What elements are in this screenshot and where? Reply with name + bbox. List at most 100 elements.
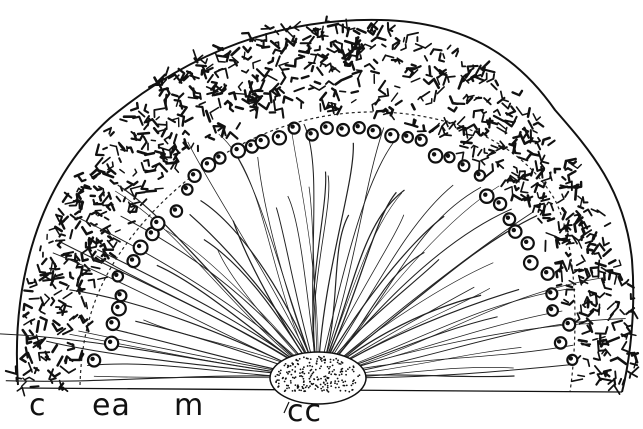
- core-stipple-dot: [300, 369, 302, 371]
- speckle-mark: [365, 64, 375, 69]
- speckle-mark: [61, 366, 76, 373]
- speckle-mark: [76, 222, 80, 229]
- core-stipple-dot: [326, 389, 328, 391]
- core-stipple-dot: [308, 387, 310, 389]
- speckle-mark: [376, 99, 379, 104]
- core-stipple-dot: [285, 378, 287, 380]
- speckle-mark: [562, 177, 565, 180]
- core-stipple-dot: [319, 357, 321, 359]
- core-stipple-dot: [334, 382, 336, 384]
- speckle-mark: [608, 303, 615, 309]
- speckle-mark: [235, 93, 245, 94]
- speckle-mark: [142, 137, 147, 149]
- core-stipple-dot: [317, 386, 319, 388]
- speckle-mark: [274, 100, 282, 110]
- speckle-mark: [396, 101, 402, 105]
- speckle-mark: [269, 58, 274, 63]
- speckle-mark: [565, 192, 568, 197]
- speckle-mark: [108, 170, 116, 174]
- speckle-mark: [58, 357, 63, 366]
- speckle-mark: [583, 359, 589, 367]
- speckle-mark: [242, 70, 249, 73]
- round-cell-nucleus: [432, 152, 436, 156]
- core-stipple-dot: [289, 371, 291, 373]
- speckle-mark: [297, 58, 303, 59]
- round-cell-nucleus: [569, 356, 573, 360]
- round-cell-nucleus: [404, 134, 408, 138]
- round-cell-nucleus: [149, 230, 153, 234]
- core-stipple-dot: [299, 372, 301, 374]
- speckle-mark: [41, 312, 45, 314]
- speckle-mark: [40, 304, 43, 310]
- speckle-mark: [392, 93, 398, 101]
- speckle-mark: [214, 93, 222, 95]
- speckle-mark: [21, 353, 27, 361]
- speckle-mark: [297, 98, 303, 103]
- speckle-mark: [590, 373, 594, 374]
- core-stipple-dot: [292, 377, 294, 379]
- round-cell-nucleus: [90, 357, 94, 361]
- core-stipple-dot: [313, 378, 315, 380]
- speckle-mark: [614, 379, 615, 385]
- round-cell-nucleus: [290, 124, 294, 128]
- speckle-mark: [515, 186, 519, 190]
- speckle-mark: [558, 194, 564, 203]
- speckle-mark: [596, 327, 608, 334]
- core-stipple-dot: [340, 371, 342, 373]
- speckle-mark: [219, 99, 221, 108]
- core-stipple-dot: [335, 358, 337, 360]
- speckle-mark: [111, 132, 114, 135]
- speckle-mark: [485, 129, 488, 134]
- speckle-mark: [78, 267, 83, 274]
- speckle-mark: [86, 214, 90, 226]
- speckle-mark: [450, 97, 458, 104]
- speckle-mark: [481, 158, 488, 165]
- speckle-mark: [538, 219, 542, 223]
- speckle-mark: [462, 62, 466, 67]
- fiber-strand: [318, 185, 453, 378]
- speckle-mark: [489, 150, 493, 151]
- speckle-mark: [583, 303, 587, 308]
- speckle-mark: [41, 317, 47, 329]
- fiber-strand: [318, 186, 499, 378]
- round-cell-nucleus: [248, 143, 252, 147]
- core-stipple-dot: [320, 378, 322, 380]
- round-cell-nucleus: [496, 200, 500, 204]
- speckle-mark: [132, 135, 143, 140]
- core-stipple-dot: [344, 381, 346, 383]
- speckle-mark: [564, 300, 568, 303]
- core-stipple-dot: [306, 385, 308, 387]
- speckle-mark: [120, 119, 127, 121]
- speckle-mark: [309, 88, 314, 90]
- speckle-mark: [40, 246, 41, 250]
- core-stipple-dot: [338, 363, 340, 365]
- speckle-mark: [609, 385, 620, 394]
- speckle-mark: [158, 173, 163, 179]
- core-stipple-dot: [294, 366, 296, 368]
- speckle-mark: [120, 170, 125, 173]
- speckle-mark: [566, 253, 570, 256]
- core-stipple-dot: [303, 366, 305, 368]
- speckle-mark: [482, 70, 495, 77]
- core-stipple-dot: [297, 360, 299, 362]
- core-stipple-dot: [346, 385, 348, 387]
- core-stipple-dot: [284, 390, 286, 392]
- round-cell-nucleus: [371, 128, 375, 132]
- fiber-strand: [318, 319, 626, 378]
- speckle-mark: [180, 106, 187, 116]
- speckle-mark: [609, 260, 615, 263]
- speckle-mark: [358, 79, 360, 87]
- core-stipple-dot: [302, 376, 304, 378]
- core-stipple-dot: [347, 368, 349, 370]
- speckle-mark: [104, 129, 110, 132]
- speckle-mark: [206, 111, 210, 121]
- speckle-mark: [31, 386, 39, 387]
- round-cell-nucleus: [549, 307, 553, 311]
- round-cell-nucleus: [308, 131, 312, 135]
- core-stipple-dot: [290, 382, 292, 384]
- core-stipple-dot: [333, 359, 335, 361]
- speckle-mark: [588, 249, 593, 252]
- core-stipple-dot: [342, 362, 344, 364]
- speckle-mark: [429, 66, 430, 74]
- core-stipple-dot: [320, 384, 322, 386]
